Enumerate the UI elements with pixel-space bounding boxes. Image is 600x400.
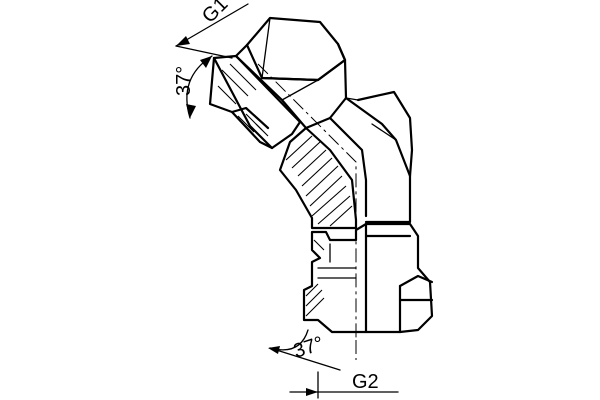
body-hatch [285, 135, 353, 227]
dimension-angle-bottom: 37° [268, 329, 341, 371]
dimension-g1: G1 [175, 0, 249, 59]
lower-hex-nut [302, 222, 434, 334]
angle-bottom-label: 37° [291, 332, 327, 362]
dimension-g2: G2 [289, 371, 399, 399]
g2-label: G2 [352, 371, 379, 393]
center-lines [257, 63, 357, 360]
g1-label: G1 [198, 0, 232, 28]
elbow-body [278, 90, 414, 230]
angle-top-label: 37° [173, 66, 195, 96]
upper-nipple-section [208, 54, 302, 150]
lower-hatch [305, 239, 325, 317]
dimension-angle-top: 37° [173, 55, 213, 119]
upper-hatch [217, 63, 269, 137]
